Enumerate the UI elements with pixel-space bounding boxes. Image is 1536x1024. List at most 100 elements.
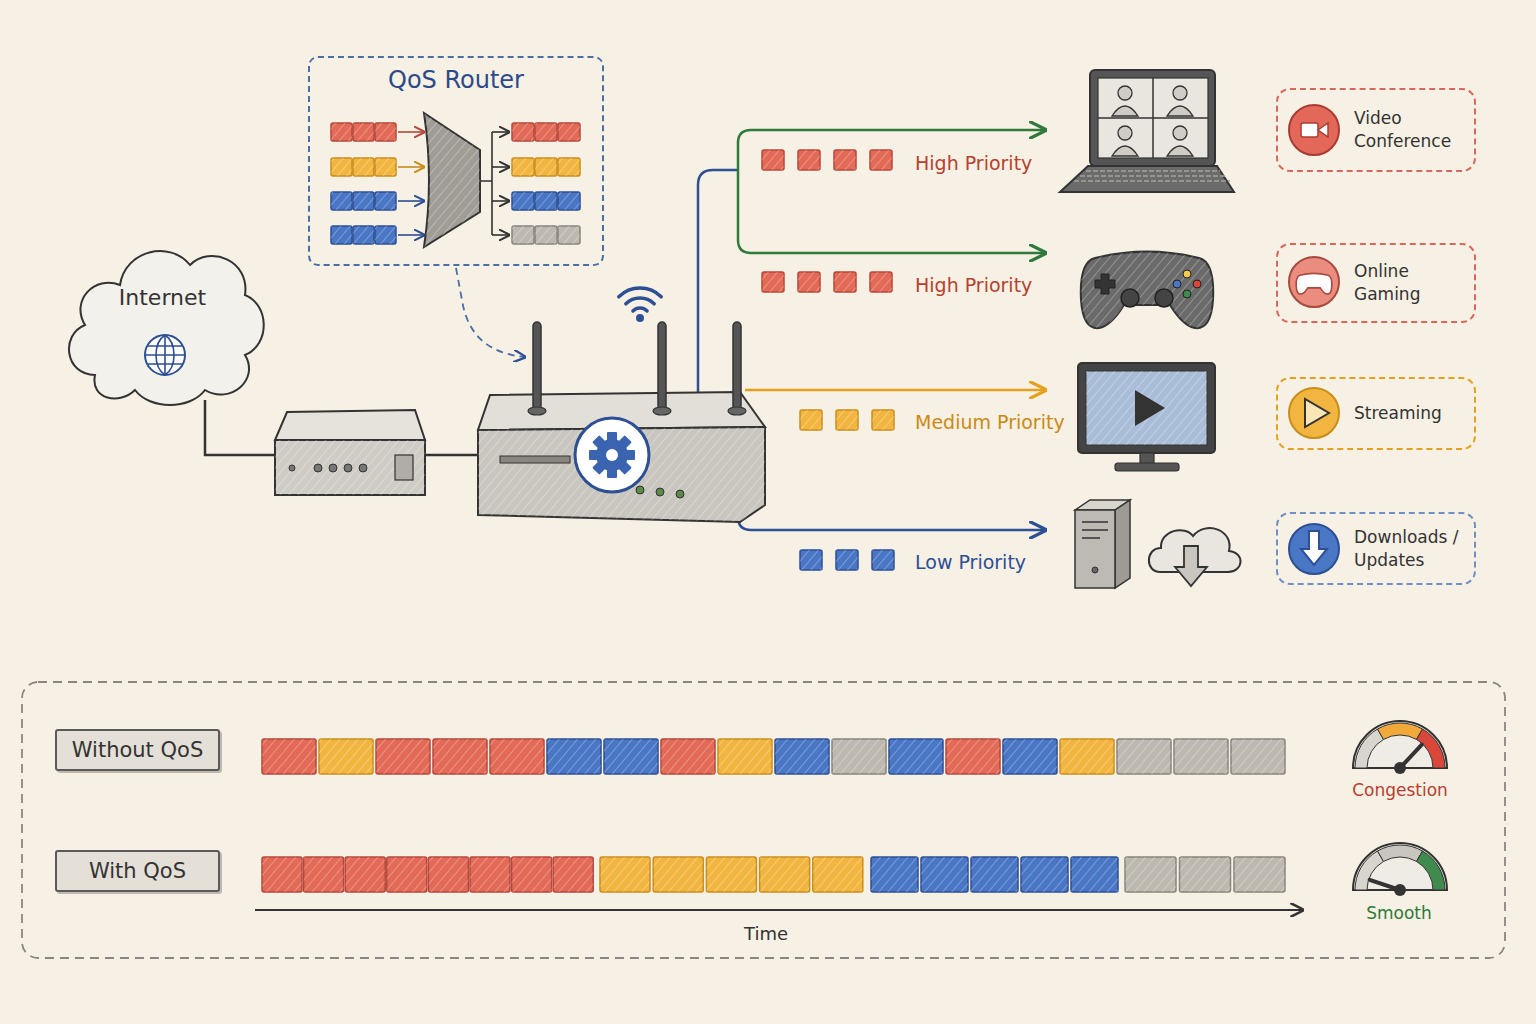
- queue-arrow: [492, 234, 509, 236]
- monitor-foot: [1115, 463, 1179, 471]
- timeline-packet: [470, 857, 510, 892]
- priority-label: High Priority: [915, 152, 1032, 175]
- timeline-packet: [775, 739, 829, 774]
- timeline-packet: [706, 857, 756, 892]
- gauge-caption: Congestion: [1352, 780, 1448, 800]
- play-glyph: [1305, 399, 1329, 427]
- participant-body: [1112, 106, 1138, 116]
- tower-button: [1092, 567, 1098, 573]
- gauge-icon: [1353, 721, 1447, 774]
- tower-bays: [1082, 522, 1108, 538]
- monitor-screen: [1086, 371, 1207, 445]
- participant-head: [1118, 86, 1132, 100]
- category-icon: [1289, 105, 1339, 155]
- timeline-packet: [262, 857, 302, 892]
- keyboard-row: [1074, 180, 1230, 182]
- timeline-packet: [512, 857, 552, 892]
- packet-square: [375, 226, 396, 244]
- callout-leader: [456, 268, 525, 357]
- traffic-arrow: [738, 170, 1045, 253]
- antenna-base: [728, 407, 746, 415]
- timeline-packet: [345, 857, 385, 892]
- packet-square: [535, 123, 557, 141]
- timeline-packet-shading: [262, 739, 316, 774]
- classifier-funnel: [424, 113, 480, 247]
- node-text: Without QoS: [72, 738, 203, 762]
- keyboard-row: [1086, 170, 1220, 172]
- gamepad-button: [1183, 270, 1191, 278]
- cable: [425, 454, 478, 457]
- packet-square: [762, 272, 784, 292]
- packet-square-shading: [353, 192, 374, 210]
- packet-square-shading: [870, 272, 892, 292]
- gamepad-body: [1081, 252, 1213, 329]
- packet-square-shading: [558, 158, 580, 176]
- gauge-band: [1378, 723, 1423, 739]
- gamepad-button: [1173, 280, 1181, 288]
- timeline-packet-shading: [946, 739, 1000, 774]
- packet-square: [870, 150, 892, 170]
- timeline-packet: [1125, 857, 1176, 892]
- packet-square-shading: [375, 192, 396, 210]
- timeline-packet-shading: [871, 857, 918, 892]
- timeline-packet: [490, 739, 544, 774]
- timeline-packet: [1180, 857, 1231, 892]
- timeline-packet: [718, 739, 772, 774]
- timeline-packet-shading: [1174, 739, 1228, 774]
- gauge-face: [1353, 843, 1447, 890]
- timeline-packet: [871, 857, 918, 892]
- packet-square: [558, 123, 580, 141]
- gamepad-shading: [1081, 252, 1213, 329]
- gear-wheel: [596, 439, 628, 471]
- gauge-icon: [1353, 843, 1447, 896]
- timeline-packet-shading: [760, 857, 810, 892]
- monitor-neck: [1140, 453, 1154, 464]
- node-text: Streaming: [1354, 402, 1442, 425]
- packet-square-shading: [535, 192, 557, 210]
- node-text: QoS Router: [310, 66, 602, 94]
- modem-led: [344, 464, 352, 472]
- download-glyph: [1301, 531, 1327, 565]
- packet-square: [834, 150, 856, 170]
- timeline-packet: [376, 739, 430, 774]
- packet-square-shading: [558, 226, 580, 244]
- node-text: Online Gaming: [1354, 260, 1474, 306]
- timeline-packet-shading: [921, 857, 968, 892]
- packet-square-shading: [535, 226, 557, 244]
- packet-square-shading: [512, 123, 534, 141]
- timeline-packet: [661, 739, 715, 774]
- queue-arrow: [492, 166, 509, 168]
- packet-square-shading: [836, 550, 858, 570]
- timeline-packet: [813, 857, 863, 892]
- gamepad-stick: [1121, 289, 1139, 307]
- gauge-band: [1417, 851, 1446, 890]
- packet-square-shading: [353, 158, 374, 176]
- monitor-frame: [1078, 363, 1215, 453]
- modem-shading: [275, 440, 425, 495]
- timeline-packet-shading: [1231, 739, 1285, 774]
- traffic-arrow: [745, 389, 1045, 392]
- timeline-packet: [1003, 739, 1057, 774]
- queue-arrow: [398, 234, 424, 236]
- packet-square-shading: [353, 123, 374, 141]
- gamepad-stick: [1155, 289, 1173, 307]
- packet-square-shading: [872, 550, 894, 570]
- timeline-packet: [262, 739, 316, 774]
- timeline-packet-shading: [304, 857, 344, 892]
- timeline-packet: [1117, 739, 1171, 774]
- packet-square: [353, 226, 374, 244]
- participant-head: [1173, 86, 1187, 100]
- packet-square-shading: [512, 226, 534, 244]
- timeline-packet-shading: [428, 857, 468, 892]
- packet-square: [331, 226, 352, 244]
- packet-square: [558, 226, 580, 244]
- packet-square: [836, 410, 858, 430]
- packet-square: [558, 158, 580, 176]
- packet-square: [353, 158, 374, 176]
- packet-square-shading: [353, 226, 374, 244]
- timeline-packet-shading: [706, 857, 756, 892]
- timeline-packet-shading: [661, 739, 715, 774]
- packet-square-shading: [331, 123, 352, 141]
- packet-square: [834, 272, 856, 292]
